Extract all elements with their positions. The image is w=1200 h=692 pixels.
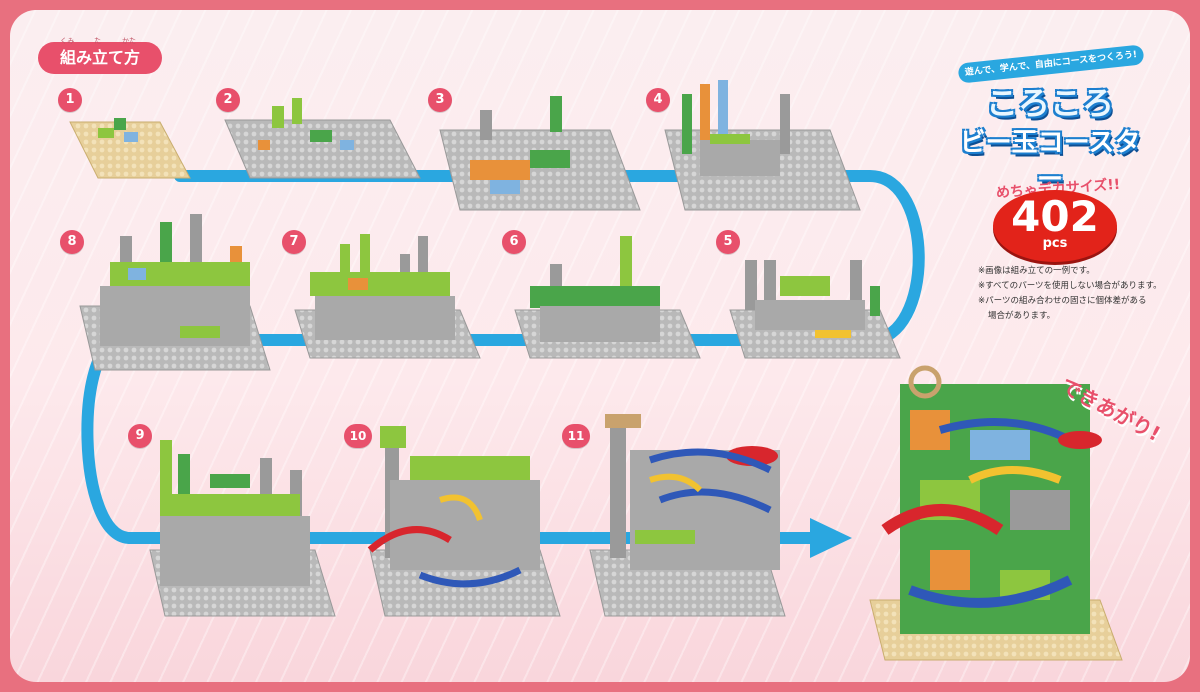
stage-9 bbox=[149, 440, 336, 617]
path-arrow bbox=[810, 518, 852, 558]
step-number: 6 bbox=[502, 230, 526, 254]
piece-count: 402 bbox=[1011, 192, 1099, 241]
product-logo: 遊んで、学んで、自由にコースをつくろう! ころころ ビー玉コースター bbox=[950, 44, 1150, 195]
piece-count-badge: 402 pcs bbox=[993, 190, 1117, 262]
note-line: ※画像は組み立ての一例です。 bbox=[978, 266, 1095, 276]
step-number: 1 bbox=[58, 88, 82, 112]
note-line: ※パーツの組み合わせの固さに個体差がある bbox=[978, 296, 1147, 306]
assembly-illustration bbox=[69, 80, 1123, 661]
step-number: 3 bbox=[428, 88, 452, 112]
stage-6 bbox=[514, 236, 701, 359]
stage-3 bbox=[439, 96, 641, 211]
stage-4 bbox=[664, 80, 861, 211]
title-furigana: くみ bbox=[60, 37, 75, 45]
step-number: 8 bbox=[60, 230, 84, 254]
title-furigana: かた bbox=[122, 37, 136, 45]
instruction-panel: 組み立て方 くみ た かた bbox=[10, 10, 1190, 682]
step-number: 11 bbox=[562, 424, 590, 448]
title-furigana: た bbox=[94, 37, 101, 45]
stage-8 bbox=[79, 214, 271, 371]
step-number: 5 bbox=[716, 230, 740, 254]
step-number: 10 bbox=[344, 424, 372, 448]
stage-2 bbox=[224, 98, 421, 179]
stage-11 bbox=[589, 414, 786, 617]
step-number: 2 bbox=[216, 88, 240, 112]
stage-5 bbox=[729, 260, 901, 359]
path-line bbox=[81, 170, 925, 544]
note-line: ※すべてのパーツを使用しない場合があります。 bbox=[978, 281, 1162, 291]
stage-10 bbox=[367, 426, 561, 617]
stage-7 bbox=[294, 234, 481, 359]
step-number: 9 bbox=[128, 424, 152, 448]
notes: ※画像は組み立ての一例です。 ※すべてのパーツを使用しない場合があります。 ※パ… bbox=[978, 264, 1188, 324]
logo-line-1: ころころ bbox=[985, 84, 1114, 122]
page-title: 組み立て方 bbox=[38, 42, 162, 74]
stage-finished bbox=[869, 365, 1123, 661]
step-number: 7 bbox=[282, 230, 306, 254]
note-line: 場合があります。 bbox=[988, 311, 1056, 321]
piece-unit: pcs bbox=[1042, 236, 1068, 251]
step-number: 4 bbox=[646, 88, 670, 112]
logo-line-2: ビー玉コースター bbox=[959, 128, 1141, 195]
stage-1 bbox=[69, 118, 191, 179]
